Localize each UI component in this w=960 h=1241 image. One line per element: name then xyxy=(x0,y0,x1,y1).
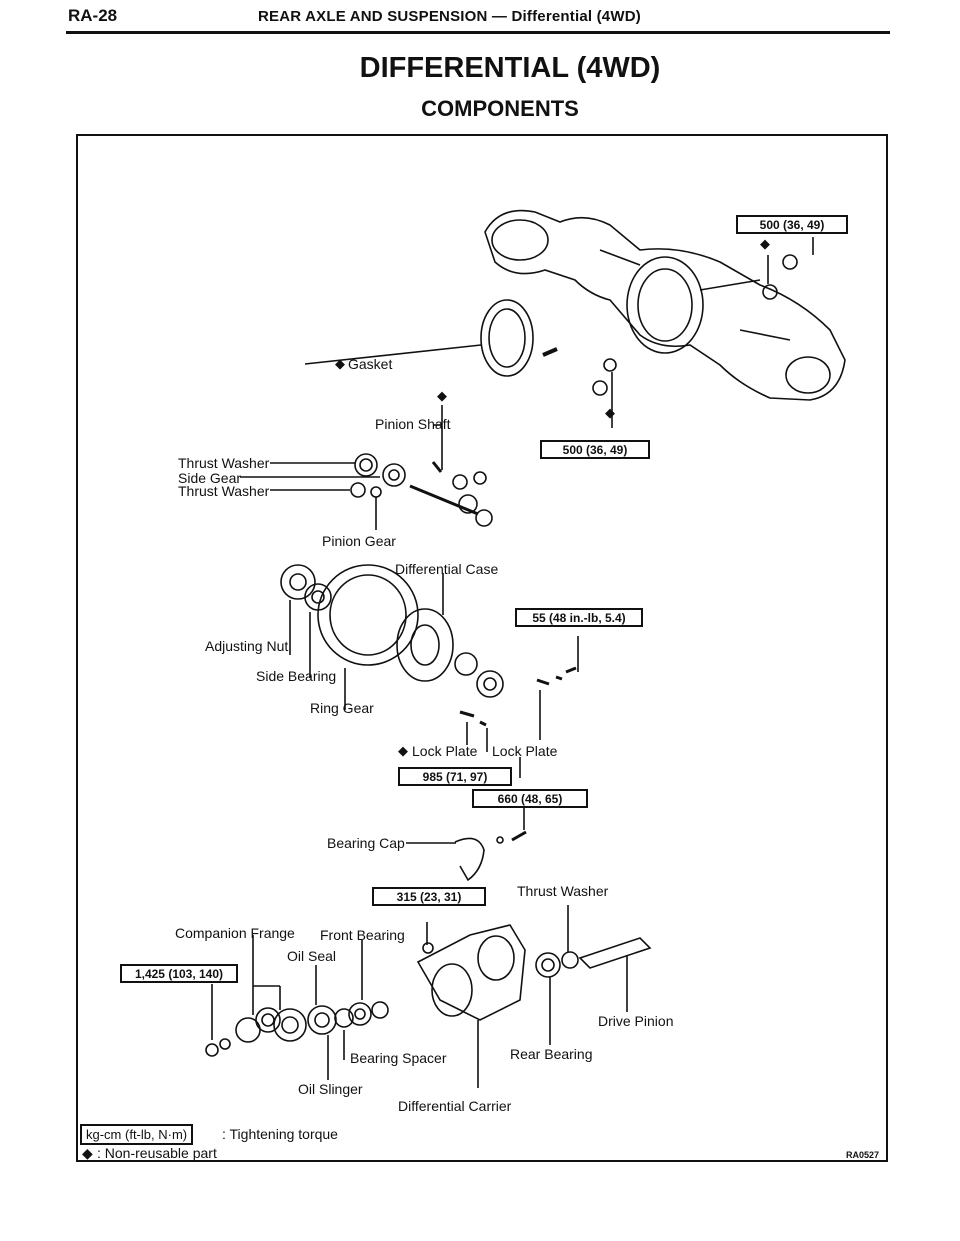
nonreusable-mark: ◆ xyxy=(437,388,447,403)
legend-unit-text: : Tightening torque xyxy=(222,1126,338,1142)
label-drive-pinion: Drive Pinion xyxy=(598,1013,674,1029)
torque-500-mid: 500 (36, 49) xyxy=(540,440,650,459)
torque-1425: 1,425 (103, 140) xyxy=(120,964,238,983)
label-gasket: Gasket xyxy=(348,356,393,372)
label-oil-seal: Oil Seal xyxy=(287,948,337,964)
label-differential-case: Differential Case xyxy=(395,561,499,577)
label-bearing-cap: Bearing Cap xyxy=(327,835,405,851)
label-front-bearing: Front Bearing xyxy=(320,927,405,943)
torque-315: 315 (23, 31) xyxy=(372,887,486,906)
label-pinion-gear: Pinion Gear xyxy=(322,533,396,549)
torque-985: 985 (71, 97) xyxy=(398,767,512,786)
axle-housing-drawing xyxy=(484,209,846,401)
bearing-cap-drawing xyxy=(406,805,527,882)
torque-55: 55 (48 in.-lb, 5.4) xyxy=(515,608,643,627)
legend-unit-box: kg-cm (ft-lb, N·m) xyxy=(80,1124,194,1145)
page-subtitle: COMPONENTS xyxy=(421,96,579,121)
torque-660: 660 (48, 65) xyxy=(472,789,588,808)
label-bearing-spacer: Bearing Spacer xyxy=(350,1050,447,1066)
diagram-frame xyxy=(76,134,888,1162)
label-oil-slinger: Oil Slinger xyxy=(298,1081,363,1097)
page-title: DIFFERENTIAL (4WD) xyxy=(359,52,661,84)
gasket-drawing xyxy=(304,299,534,377)
label-thrust-washer-2: Thrust Washer xyxy=(178,483,270,499)
label-adjusting-nut: Adjusting Nut xyxy=(205,638,289,654)
label-side-gear: Side Gear xyxy=(178,470,242,486)
nonreusable-mark: ◆ xyxy=(760,236,770,251)
side-gear-group-drawing xyxy=(240,405,493,530)
label-lock-plate-nonreusable: Lock Plate xyxy=(412,743,478,759)
label-rear-bearing: Rear Bearing xyxy=(510,1046,593,1062)
section-title: REAR AXLE AND SUSPENSION — Differential … xyxy=(258,8,641,25)
differential-carrier-drawing xyxy=(416,922,526,1088)
label-pinion-shaft: Pinion Shaft xyxy=(375,416,451,432)
label-thrust-washer-3: Thrust Washer xyxy=(517,883,609,899)
label-differential-carrier: Differential Carrier xyxy=(398,1098,512,1114)
torque-500-top: 500 (36, 49) xyxy=(736,215,848,234)
nonreusable-mark: ◆ xyxy=(335,356,345,371)
drive-pinion-drawing xyxy=(535,905,652,1045)
legend-nonreusable-symbol: ◆ xyxy=(82,1145,93,1161)
legend-nonreusable-text: : Non-reusable part xyxy=(97,1145,217,1161)
label-side-bearing: Side Bearing xyxy=(256,668,337,684)
label-ring-gear: Ring Gear xyxy=(310,700,374,716)
nonreusable-mark: ◆ xyxy=(398,743,408,758)
nonreusable-mark: ◆ xyxy=(605,405,615,420)
label-thrust-washer-1: Thrust Washer xyxy=(178,455,270,471)
label-companion-frange: Companion Frange xyxy=(175,925,295,941)
figure-code: RA0527 xyxy=(846,1150,880,1160)
companion-flange-group-drawing xyxy=(205,935,389,1080)
page-number: RA-28 xyxy=(68,6,118,25)
differential-case-drawing xyxy=(280,564,579,740)
label-lock-plate: Lock Plate xyxy=(492,743,558,759)
header-rule xyxy=(66,31,890,34)
